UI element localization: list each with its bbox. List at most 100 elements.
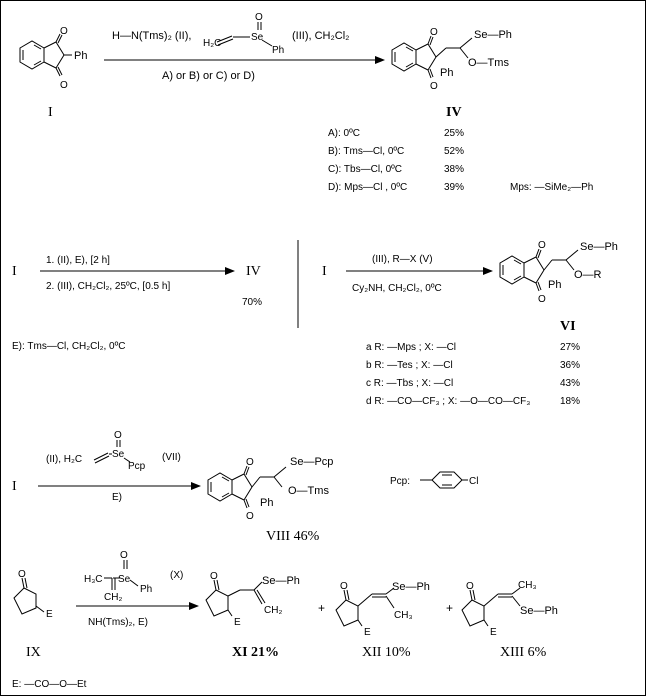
atom-O: O — [255, 12, 263, 23]
indandione-I — [19, 33, 72, 77]
substituent-se-pcp: Se—Pcp — [290, 456, 333, 468]
vinyl-selenoxide-pcp — [93, 440, 131, 464]
atom-E: E — [234, 617, 241, 628]
atom-O: O — [538, 294, 546, 305]
step-2-conditions: 2. (III), CH₂Cl₂, 25ºC, [0.5 h] — [46, 281, 170, 292]
base-conditions: NH(Tms)₂, E) — [88, 617, 148, 628]
atom-H3C: H₃C — [84, 574, 103, 585]
substituent-o-tms: O—Tms — [288, 485, 329, 497]
atom-Se: Se — [118, 574, 131, 585]
atom-Cl: Cl — [469, 476, 478, 487]
yield-B: 52% — [444, 146, 464, 157]
compound-label-IX: IX — [26, 645, 41, 660]
atom-CH2: CH₂ — [104, 592, 122, 603]
plus-sign: + — [446, 601, 453, 615]
condition-A: A): 0ºC — [328, 128, 360, 139]
yield-d: 18% — [560, 396, 580, 407]
condition-E: E): Tms—Cl, CH₂Cl₂, 0ºC — [12, 341, 125, 352]
compound-label-XI: XI 21% — [232, 645, 279, 660]
atom-Se: Se — [251, 32, 264, 43]
condition-B: B): Tms—Cl, 0ºC — [328, 146, 404, 157]
mps-definition: Mps: —SiMe₂—Ph — [510, 182, 593, 193]
substituent-ph: Ph — [260, 497, 273, 509]
atom-O: O — [538, 240, 546, 251]
atom-O: O — [114, 430, 122, 441]
atom-O: O — [340, 581, 348, 592]
atom-E: E — [490, 627, 497, 638]
yield-b: 36% — [560, 360, 580, 371]
conditions-choice: A) or B) or C) or D) — [162, 70, 255, 82]
compound-label-IV: IV — [446, 105, 462, 120]
reagent-label-X: (X) — [170, 570, 183, 581]
substituent-se-ph: Se—Ph — [392, 581, 430, 593]
substituent-se-ph: Se—Ph — [580, 241, 618, 253]
compound-label-IV: IV — [246, 264, 261, 279]
reagent-conditions: (III), R—X (V) — [372, 254, 433, 265]
compound-label-VIII: VIII 46% — [266, 529, 320, 544]
substituent-o-r: O—R — [574, 269, 602, 281]
substituent-se-ph: Se—Ph — [474, 29, 512, 41]
plus-sign: + — [318, 601, 325, 615]
substituent-se-ph: Se—Ph — [262, 575, 300, 587]
cyclopentanone-IX — [13, 577, 45, 615]
reagent-label-VII: (VII) — [162, 452, 181, 463]
substituent-o-tms: O—Tms — [468, 57, 509, 69]
yield-70: 70% — [242, 297, 262, 308]
product-XI — [205, 579, 266, 617]
condition-C: C): Tbs—Cl, 0ºC — [328, 164, 402, 175]
atom-O: O — [120, 550, 128, 561]
atom-Ph: Ph — [140, 584, 152, 595]
condition-E: E) — [112, 492, 122, 503]
product-XIII — [461, 587, 521, 627]
atom-Pcp: Pcp — [128, 461, 146, 472]
variant-d: d R: —CO—CF₃ ; X: —O—CO—CF₃ — [366, 396, 530, 407]
vinyl-selenoxide — [216, 22, 273, 47]
ester-definition: E: —CO—O—Et — [12, 679, 87, 690]
atom-O: O — [246, 511, 254, 522]
reagent-II: H—N(Tms)₂ (II), — [112, 30, 191, 42]
atom-Ph: Ph — [272, 45, 284, 56]
compound-label-I: I — [322, 264, 327, 279]
pcp-definition: Pcp: — [390, 476, 410, 487]
atom-CH2: CH₂ — [264, 605, 282, 616]
atom-CH3: CH₃ — [394, 610, 413, 621]
reagent-III: (III), CH₂Cl₂ — [292, 30, 349, 42]
yield-D: 39% — [444, 182, 464, 193]
atom-Se: Se — [112, 449, 125, 460]
product-VIII — [207, 465, 287, 509]
product-VI — [499, 248, 579, 292]
substituent-ph: Ph — [548, 279, 561, 291]
substituent-ph: Ph — [74, 50, 87, 62]
compound-label-I: I — [48, 105, 53, 120]
atom-O: O — [246, 457, 254, 468]
compound-label-XII: XII 10% — [362, 645, 411, 660]
product-XII — [335, 587, 395, 627]
atom-E: E — [364, 627, 371, 638]
chlorophenyl-group — [420, 471, 468, 489]
product-IV — [391, 35, 473, 79]
yield-a: 27% — [560, 342, 580, 353]
atom-O: O — [466, 581, 474, 592]
atom-CH3: CH₃ — [518, 580, 537, 591]
variant-b: b R: —Tes ; X: —Cl — [366, 360, 453, 371]
atom-O: O — [430, 81, 438, 92]
atom-O: O — [430, 27, 438, 38]
yield-C: 38% — [444, 164, 464, 175]
atom-O: O — [210, 571, 218, 582]
yield-A: 25% — [444, 128, 464, 139]
substituent-se-ph: Se—Ph — [520, 605, 558, 617]
atom-H2C: H₂C — [203, 38, 221, 49]
step-1-conditions: 1. (II), E), [2 h] — [46, 255, 110, 266]
atom-O: O — [60, 26, 68, 37]
variant-a: a R: —Mps ; X: —Cl — [366, 342, 456, 353]
compound-label-I: I — [12, 264, 17, 279]
isopropenyl-selenoxide — [104, 560, 139, 590]
substituent-ph: Ph — [440, 67, 453, 79]
variant-c: c R: —Tbs ; X: —Cl — [366, 378, 453, 389]
yield-c: 43% — [560, 378, 580, 389]
atom-O: O — [18, 569, 26, 580]
base-conditions: Cy₂NH, CH₂Cl₂, 0ºC — [352, 283, 442, 294]
atom-O: O — [60, 80, 68, 91]
